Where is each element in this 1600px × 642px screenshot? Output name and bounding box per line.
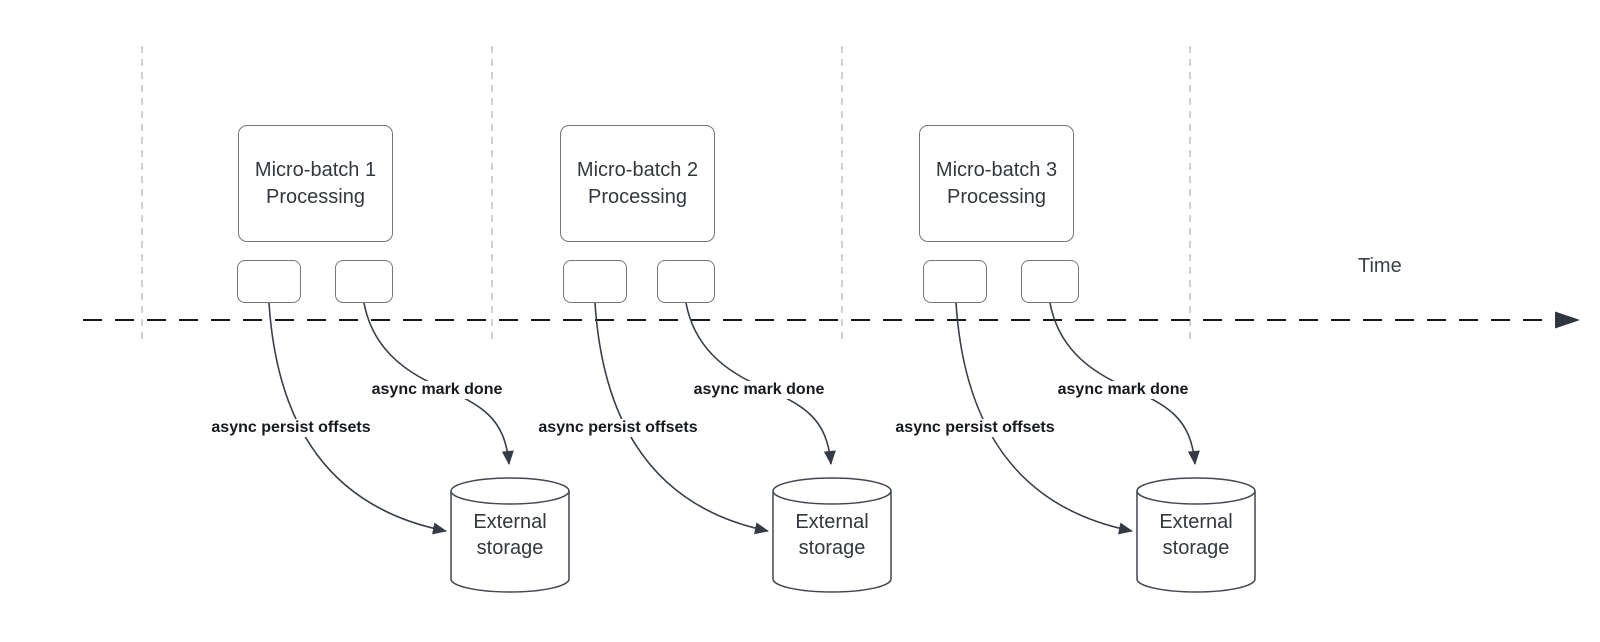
micro-batch-3-processing-box: Micro-batch 3 Processing — [919, 125, 1074, 242]
time-axis-arrowhead-icon — [1555, 311, 1580, 329]
mark-done-label-2: async mark done — [690, 381, 828, 399]
persist-offsets-arrow-2 — [594, 302, 769, 535]
task-box-1a — [237, 260, 301, 303]
micro-batch-1-processing-label: Micro-batch 1 Processing — [254, 158, 377, 208]
persist-offsets-arrow-1 — [268, 302, 447, 535]
external-storage-cylinder-2 — [772, 477, 892, 593]
persist-offsets-arrow-3 — [955, 302, 1133, 535]
persist-offsets-label-1: async persist offsets — [208, 419, 374, 437]
external-storage-cylinder-1 — [450, 477, 570, 593]
mark-done-label-3: async mark done — [1054, 381, 1192, 399]
external-storage-label-3: External storage — [1159, 511, 1233, 559]
persist-offsets-label-3: async persist offsets — [892, 419, 1058, 437]
external-storage-label-1: External storage — [473, 511, 547, 559]
micro-batch-3-processing-label: Micro-batch 3 Processing — [935, 158, 1058, 208]
task-box-3b — [1021, 260, 1079, 303]
external-storage-label-2: External storage — [795, 511, 869, 559]
task-box-1b — [335, 260, 393, 303]
persist-offsets-label-2: async persist offsets — [535, 419, 701, 437]
micro-batch-2-processing-label: Micro-batch 2 Processing — [576, 158, 699, 208]
time-axis-label: Time — [1358, 255, 1402, 277]
micro-batch-2-processing-box: Micro-batch 2 Processing — [560, 125, 715, 242]
task-box-2a — [563, 260, 627, 303]
task-box-3a — [923, 260, 987, 303]
micro-batch-1-processing-box: Micro-batch 1 Processing — [238, 125, 393, 242]
task-box-2b — [657, 260, 715, 303]
external-storage-cylinder-3 — [1136, 477, 1256, 593]
mark-done-label-1: async mark done — [368, 381, 506, 399]
